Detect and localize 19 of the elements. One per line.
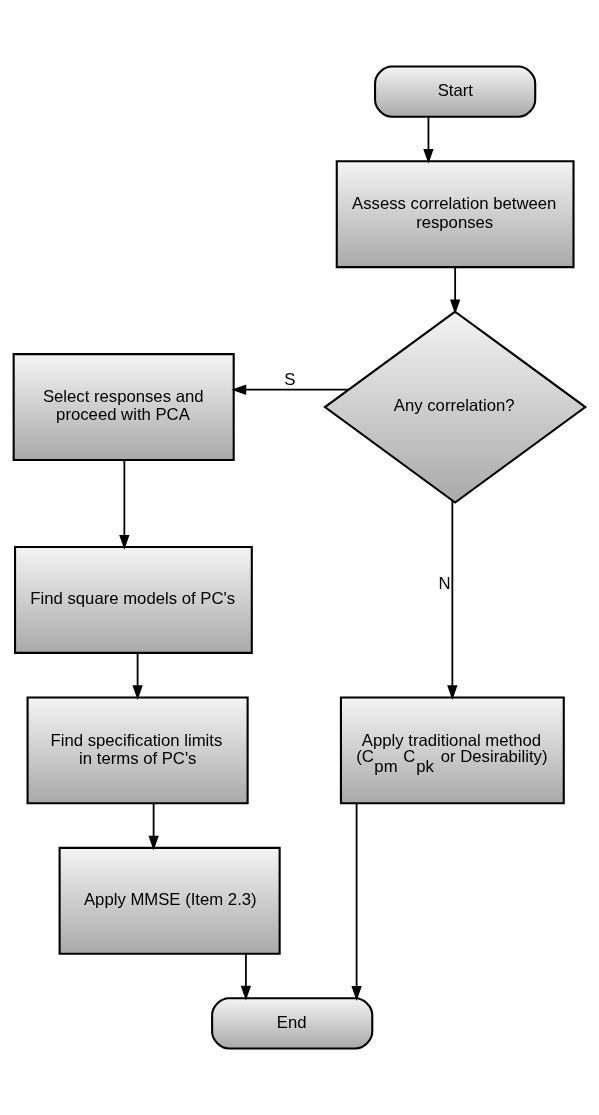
arrow <box>132 652 143 701</box>
arrow <box>148 802 159 851</box>
node-box: Start <box>374 65 537 118</box>
arrow <box>423 116 434 164</box>
node-box: Assess correlation between responses <box>335 160 575 269</box>
node-box: Apply MMSE (Item 2.3) <box>58 846 281 955</box>
edge-label: N <box>438 573 451 593</box>
node-box: Select responses and proceed with PCA <box>12 353 235 462</box>
arrow <box>449 266 461 315</box>
node-box: Find specification limits in terms of PC's <box>26 696 249 805</box>
arrow <box>447 500 458 700</box>
node-box: End <box>211 997 374 1050</box>
arrow <box>240 952 252 1001</box>
arrow <box>231 384 350 395</box>
arrow <box>119 459 130 550</box>
node-diamond: Any correlation? <box>323 310 588 504</box>
node-box: Find square models of PC's <box>14 546 253 654</box>
arrow <box>351 802 362 1001</box>
edge-label: S <box>284 369 296 389</box>
